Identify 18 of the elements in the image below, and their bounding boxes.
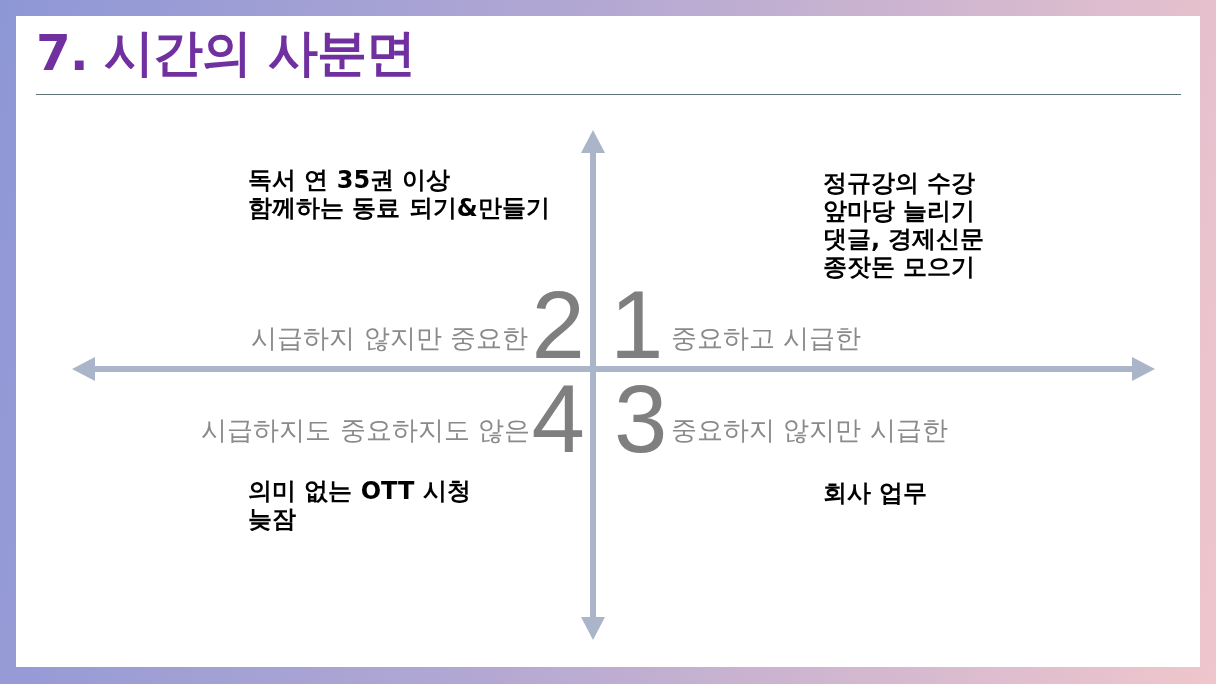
task-item: 의미 없는 OTT 시청 xyxy=(248,477,471,505)
quadrant-number: 4 xyxy=(531,371,585,467)
task-item: 앞마당 늘리기 xyxy=(823,197,976,225)
task-item: 정규강의 수강 xyxy=(823,169,976,197)
quadrant-label: 중요하지 않지만 시급한 xyxy=(671,417,948,443)
task-item: 댓글, 경제신문 xyxy=(823,225,985,253)
quadrant-label: 중요하고 시급한 xyxy=(671,325,862,351)
task-item: 독서 연 35권 이상 xyxy=(248,166,451,194)
task-item: 함께하는 동료 되기&만들기 xyxy=(248,194,550,222)
task-item: 늦잠 xyxy=(248,505,296,533)
quadrant-number: 3 xyxy=(614,371,668,467)
quadrant-number: 1 xyxy=(610,277,664,373)
task-item: 회사 업무 xyxy=(823,479,928,507)
slide-title: 7. 시간의 사분면 xyxy=(36,28,415,78)
task-item: 종잣돈 모으기 xyxy=(823,253,976,281)
quadrant-label: 시급하지도 중요하지도 않은 xyxy=(201,417,530,443)
quadrant-number: 2 xyxy=(531,277,585,373)
quadrant-label: 시급하지 않지만 중요한 xyxy=(251,325,528,351)
